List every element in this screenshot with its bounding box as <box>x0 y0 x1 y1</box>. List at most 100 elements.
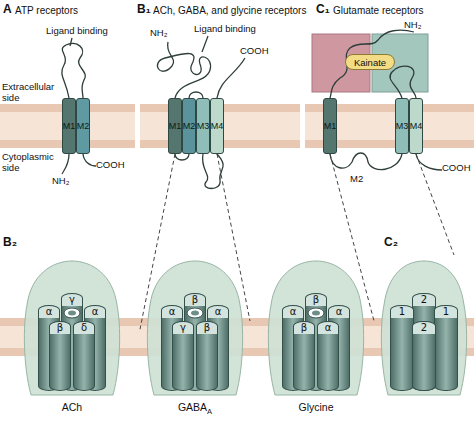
leader-line <box>202 36 208 52</box>
label: COOH <box>96 160 125 171</box>
leader-line <box>70 38 72 46</box>
dashed-connector <box>330 154 374 321</box>
subunit-cylinder: 2 <box>412 321 436 391</box>
helix-name: M3 <box>197 121 210 131</box>
label: NH₂ <box>150 28 167 39</box>
label: B₁ <box>137 3 151 17</box>
loop <box>330 153 402 170</box>
subunit-name: 1 <box>435 306 457 317</box>
helix-name: M1 <box>324 121 337 131</box>
pore-ring <box>64 308 80 318</box>
receptor-dome <box>24 261 119 395</box>
loop <box>175 154 189 160</box>
transmembrane-helix: M2 <box>182 98 196 154</box>
subunit-name: β <box>197 322 217 333</box>
label: Cytoplasmic side <box>2 152 60 174</box>
pore-ring <box>308 308 324 318</box>
subunit-name: γ <box>62 294 82 305</box>
subunit-cylinder: 1 <box>390 305 414 391</box>
receptor-dome <box>147 261 242 395</box>
label: COOH <box>240 46 269 57</box>
subunit-name: α <box>208 306 228 317</box>
pore-center <box>312 311 320 316</box>
channel-pore <box>307 307 325 319</box>
label: Extracellular side <box>2 82 60 104</box>
subunit-name: α <box>283 306 303 317</box>
complex-name: GABA <box>178 401 207 413</box>
subunit-name: α <box>39 306 59 317</box>
receptor-dome <box>381 261 466 395</box>
channel-pore <box>186 307 204 319</box>
receptor-complex: GABAAβααγβ <box>140 255 250 420</box>
label: M2 <box>350 174 363 185</box>
helix-name: M1 <box>63 121 76 131</box>
receptor-complex: C₂2112 <box>374 255 474 420</box>
subunit-cylinder: δ <box>73 321 95 391</box>
helix-name: M2 <box>77 121 90 131</box>
subunit-name: 1 <box>391 306 413 317</box>
subunit-cylinder: β <box>196 321 218 391</box>
loop <box>390 66 416 98</box>
transmembrane-helix: M2 <box>76 98 90 154</box>
dashed-connector <box>140 154 175 329</box>
label: ACh, GABA, and glycine receptors <box>153 5 306 17</box>
loop <box>62 43 86 98</box>
helix-name: M2 <box>183 121 196 131</box>
label: Glutamate receptors <box>333 5 424 17</box>
pore-center <box>191 311 199 316</box>
loop <box>203 154 224 189</box>
transmembrane-helix: M1 <box>62 98 76 154</box>
tail <box>217 58 245 98</box>
complex-name: ACh <box>62 401 82 413</box>
helix-name: M3 <box>396 121 409 131</box>
transmembrane-helix: M4 <box>409 98 423 154</box>
subunit-name: β <box>294 322 314 333</box>
polypeptide-chains <box>62 30 442 188</box>
subunit-name: 2 <box>413 294 435 305</box>
subunit-name: β <box>306 294 326 305</box>
receptor-complex: AChγααβδ <box>17 255 127 420</box>
subunit-cylinder: γ <box>172 321 194 391</box>
subunit-name: α <box>318 322 338 333</box>
subunit-name: γ <box>173 322 193 333</box>
label: NH₂ <box>404 20 421 31</box>
transmembrane-helix: M4 <box>210 98 224 154</box>
helix-name: M4 <box>410 121 423 131</box>
transmembrane-helix: M1 <box>323 98 337 154</box>
complex-label: C₂ <box>384 235 398 249</box>
label: Ligand binding <box>194 24 256 35</box>
transmembrane-helix: M1 <box>168 98 182 154</box>
label: COOH <box>442 163 471 174</box>
subunit-cylinder: β <box>293 321 315 391</box>
loop <box>330 30 414 98</box>
helix-name: M1 <box>169 121 182 131</box>
subunit-name: 2 <box>413 322 435 333</box>
complex-name: A <box>207 407 212 416</box>
subunit-name: β <box>185 294 205 305</box>
tail <box>416 154 442 170</box>
complex-label: ACh <box>17 401 127 413</box>
subunit-name: α <box>162 306 182 317</box>
label: A <box>3 3 12 17</box>
complex-label: GABAA <box>140 401 250 416</box>
pore-center <box>68 311 76 316</box>
subunit-name: β <box>50 322 70 333</box>
subunit-cylinder: β <box>49 321 71 391</box>
channel-pore <box>63 307 81 319</box>
tail <box>62 154 69 174</box>
transmembrane-helix: M3 <box>395 98 409 154</box>
pore-ring <box>187 308 203 318</box>
transmembrane-helix: M3 <box>196 98 210 154</box>
subunit-name: α <box>85 306 105 317</box>
complex-name: Glycine <box>298 401 333 413</box>
label: Ligand binding <box>46 26 108 37</box>
subunit-name: δ <box>74 322 94 333</box>
label: NH₂ <box>52 176 69 187</box>
tail <box>83 154 96 166</box>
receptor-dome <box>268 261 363 395</box>
label: C₁ <box>316 3 330 17</box>
dashed-connector <box>416 154 454 255</box>
label: ATP receptors <box>15 5 78 17</box>
label: B₂ <box>3 236 17 250</box>
